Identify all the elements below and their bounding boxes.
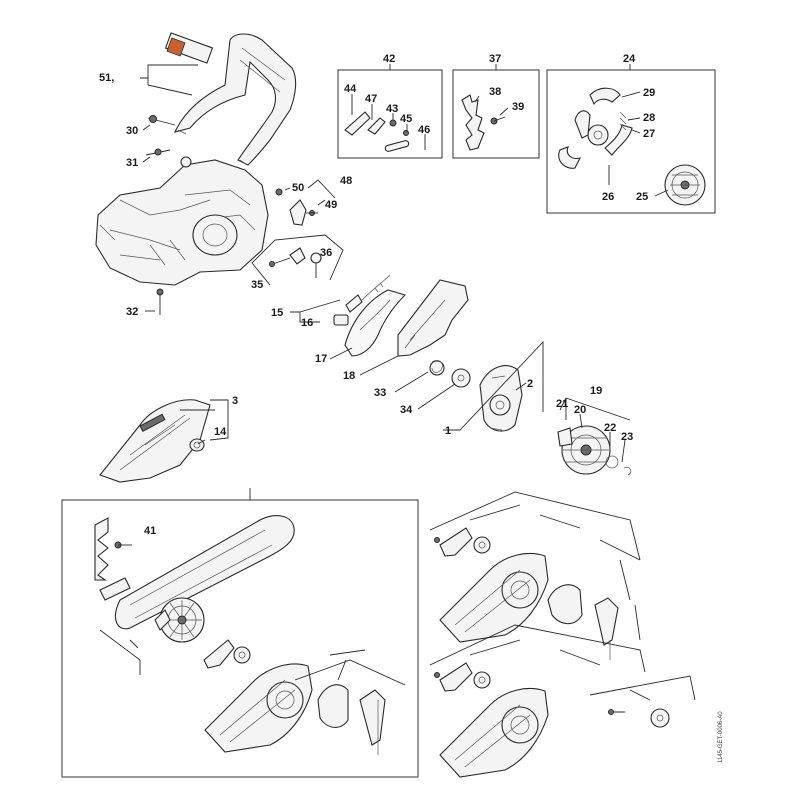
label-17: 17 <box>315 353 327 365</box>
label-14: 14 <box>214 426 227 438</box>
label-35: 35 <box>251 279 263 291</box>
label-26: 26 <box>602 191 614 203</box>
label-27: 27 <box>643 128 655 140</box>
label-21: 21 <box>556 398 568 410</box>
label-29: 29 <box>643 87 655 99</box>
engine-housing <box>95 156 269 286</box>
label-24: 24 <box>623 53 636 65</box>
guide-bar-box <box>61 499 419 778</box>
label-36: 36 <box>320 247 332 259</box>
clutch-assembly <box>558 87 706 206</box>
sprocket-group <box>557 425 632 476</box>
clutch-drum-cover <box>479 365 523 432</box>
label-3: 3 <box>232 395 238 407</box>
label-42: 42 <box>383 53 395 65</box>
label-34: 34 <box>400 404 413 416</box>
label-51: 51, <box>99 72 114 84</box>
sprocket-cover <box>99 399 211 483</box>
label-30: 30 <box>126 125 138 137</box>
label-44: 44 <box>344 83 357 95</box>
front-handle <box>164 32 297 166</box>
label-16: 16 <box>301 317 313 329</box>
label-37: 37 <box>489 53 501 65</box>
label-43: 43 <box>386 103 398 115</box>
chain-brake-parts <box>333 274 471 388</box>
label-48: 48 <box>340 175 352 187</box>
oil-pump-parts <box>275 188 318 226</box>
label-23: 23 <box>621 431 633 443</box>
screw-30 <box>147 115 176 126</box>
label-32: 32 <box>126 306 138 318</box>
drawing-code: 1145-GET-0006-A0 <box>718 711 724 763</box>
label-39: 39 <box>512 101 524 113</box>
label-31: 31 <box>126 157 138 169</box>
lever-parts <box>344 111 426 152</box>
group-box-24 <box>546 69 716 214</box>
label-41: 41 <box>144 525 156 537</box>
label-38: 38 <box>489 86 501 98</box>
label-25: 25 <box>636 191 648 203</box>
cover-group-upper-right <box>434 527 619 660</box>
screw-32 <box>156 288 164 315</box>
handle-grip-insert <box>166 37 186 57</box>
label-33: 33 <box>374 387 386 399</box>
label-19: 19 <box>590 385 602 397</box>
throttle-parts <box>269 247 322 278</box>
label-1: 1 <box>445 425 451 437</box>
small-cover-group-left <box>203 639 386 755</box>
label-2: 2 <box>527 378 533 390</box>
label-15: 15 <box>271 307 283 319</box>
label-47: 47 <box>365 93 377 105</box>
screw-31 <box>145 148 171 156</box>
label-20: 20 <box>574 404 586 416</box>
label-18: 18 <box>343 370 355 382</box>
saw-chain-sprocket <box>154 597 205 643</box>
group-box-37 <box>452 69 540 159</box>
label-28: 28 <box>643 112 655 124</box>
guide-bar <box>94 515 295 630</box>
label-49: 49 <box>325 199 337 211</box>
label-50: 50 <box>292 182 304 194</box>
label-45: 45 <box>400 113 412 125</box>
label-46: 46 <box>418 124 430 136</box>
bumper-spike <box>461 94 506 151</box>
cover-group-lower-right <box>434 662 670 778</box>
label-22: 22 <box>604 422 616 434</box>
